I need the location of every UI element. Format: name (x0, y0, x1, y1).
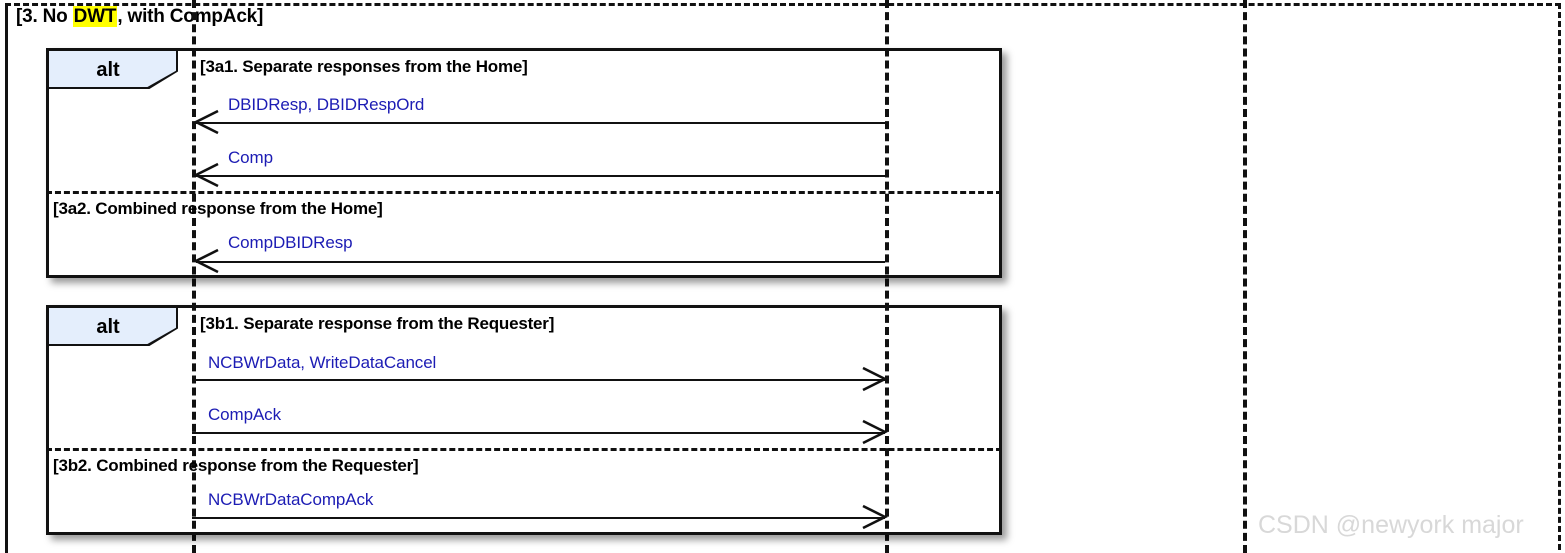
alt-tab-fill-requester (49, 308, 176, 344)
message-line-compdbidresp (196, 261, 885, 263)
message-line-comp (196, 175, 885, 177)
message-line-dbidresp (196, 122, 885, 124)
alt-operator-label-home: alt (96, 59, 120, 81)
guard-3a1: [3a1. Separate responses from the Home] (200, 57, 528, 76)
operand-divider-home (46, 191, 1002, 194)
lifeline-right (1243, 0, 1247, 553)
message-label-comp: Comp (228, 148, 273, 167)
guard-3b1: [3b1. Separate response from the Request… (200, 314, 555, 333)
operand-divider-requester (46, 448, 1002, 451)
alt-fragment-home: alt (46, 48, 1002, 278)
outer-fragment-title-prefix: [3. No (16, 6, 73, 27)
alt-fragment-requester: alt (46, 305, 1002, 535)
message-line-ncbwrdatacompack (192, 517, 885, 519)
guard-3b2: [3b2. Combined response from the Request… (53, 456, 419, 475)
message-label-ncbwrdata: NCBWrData, WriteDataCancel (208, 353, 437, 372)
watermark: CSDN @newyork major (1258, 511, 1524, 539)
message-line-ncbwrdata (192, 379, 885, 381)
outer-fragment-title-highlight: DWT (72, 6, 118, 27)
message-label-compack: CompAck (208, 405, 281, 424)
alt-tab-fill-home (49, 51, 176, 87)
alt-operator-label-requester: alt (96, 316, 120, 338)
guard-3a2: [3a2. Combined response from the Home] (53, 199, 383, 218)
outer-fragment-title-suffix: , with CompAck] (117, 6, 264, 27)
message-line-compack (192, 432, 885, 434)
message-label-dbidresp: DBIDResp, DBIDRespOrd (228, 95, 425, 114)
message-label-compdbidresp: CompDBIDResp (228, 233, 353, 252)
outer-fragment-title: [3. No DWT, with CompAck] (16, 6, 263, 28)
message-label-ncbwrdatacompack: NCBWrDataCompAck (208, 490, 374, 509)
